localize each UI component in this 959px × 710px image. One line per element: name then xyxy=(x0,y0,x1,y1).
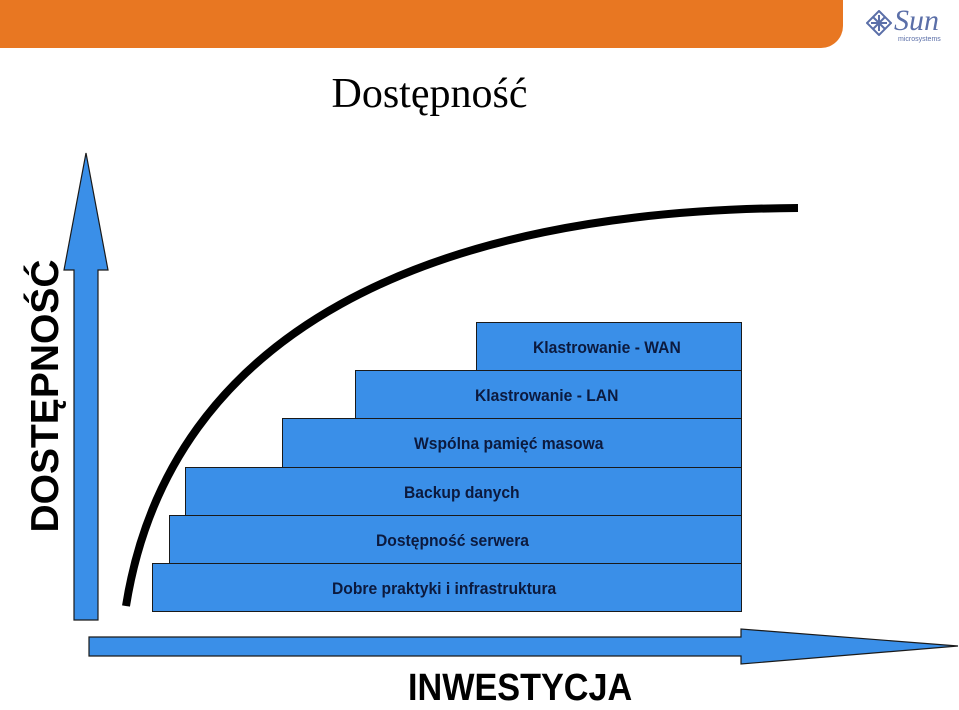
step-label-2: Dostępność serwera xyxy=(376,531,529,550)
step-label-4: Wspólna pamięć masowa xyxy=(414,434,604,453)
sun-logo: Sun microsystems xyxy=(866,6,956,50)
slide-title: Dostępność xyxy=(331,71,528,117)
x-axis-arrow xyxy=(88,628,959,665)
logo-wordmark: Sun xyxy=(894,4,939,37)
sun-diamond-icon xyxy=(866,10,892,36)
y-axis-arrow xyxy=(63,152,109,621)
step-6 xyxy=(476,322,742,371)
top-accent-bar xyxy=(0,0,843,48)
x-axis-label: INWESTYCJA xyxy=(408,667,633,709)
growth-curve xyxy=(122,204,799,607)
logo-subtext: microsystems xyxy=(898,36,941,43)
step-label-5: Klastrowanie - LAN xyxy=(475,386,619,405)
step-label-1: Dobre praktyki i infrastruktura xyxy=(332,579,557,598)
step-label-6: Klastrowanie - WAN xyxy=(533,338,681,357)
step-label-3: Backup danych xyxy=(404,483,520,502)
